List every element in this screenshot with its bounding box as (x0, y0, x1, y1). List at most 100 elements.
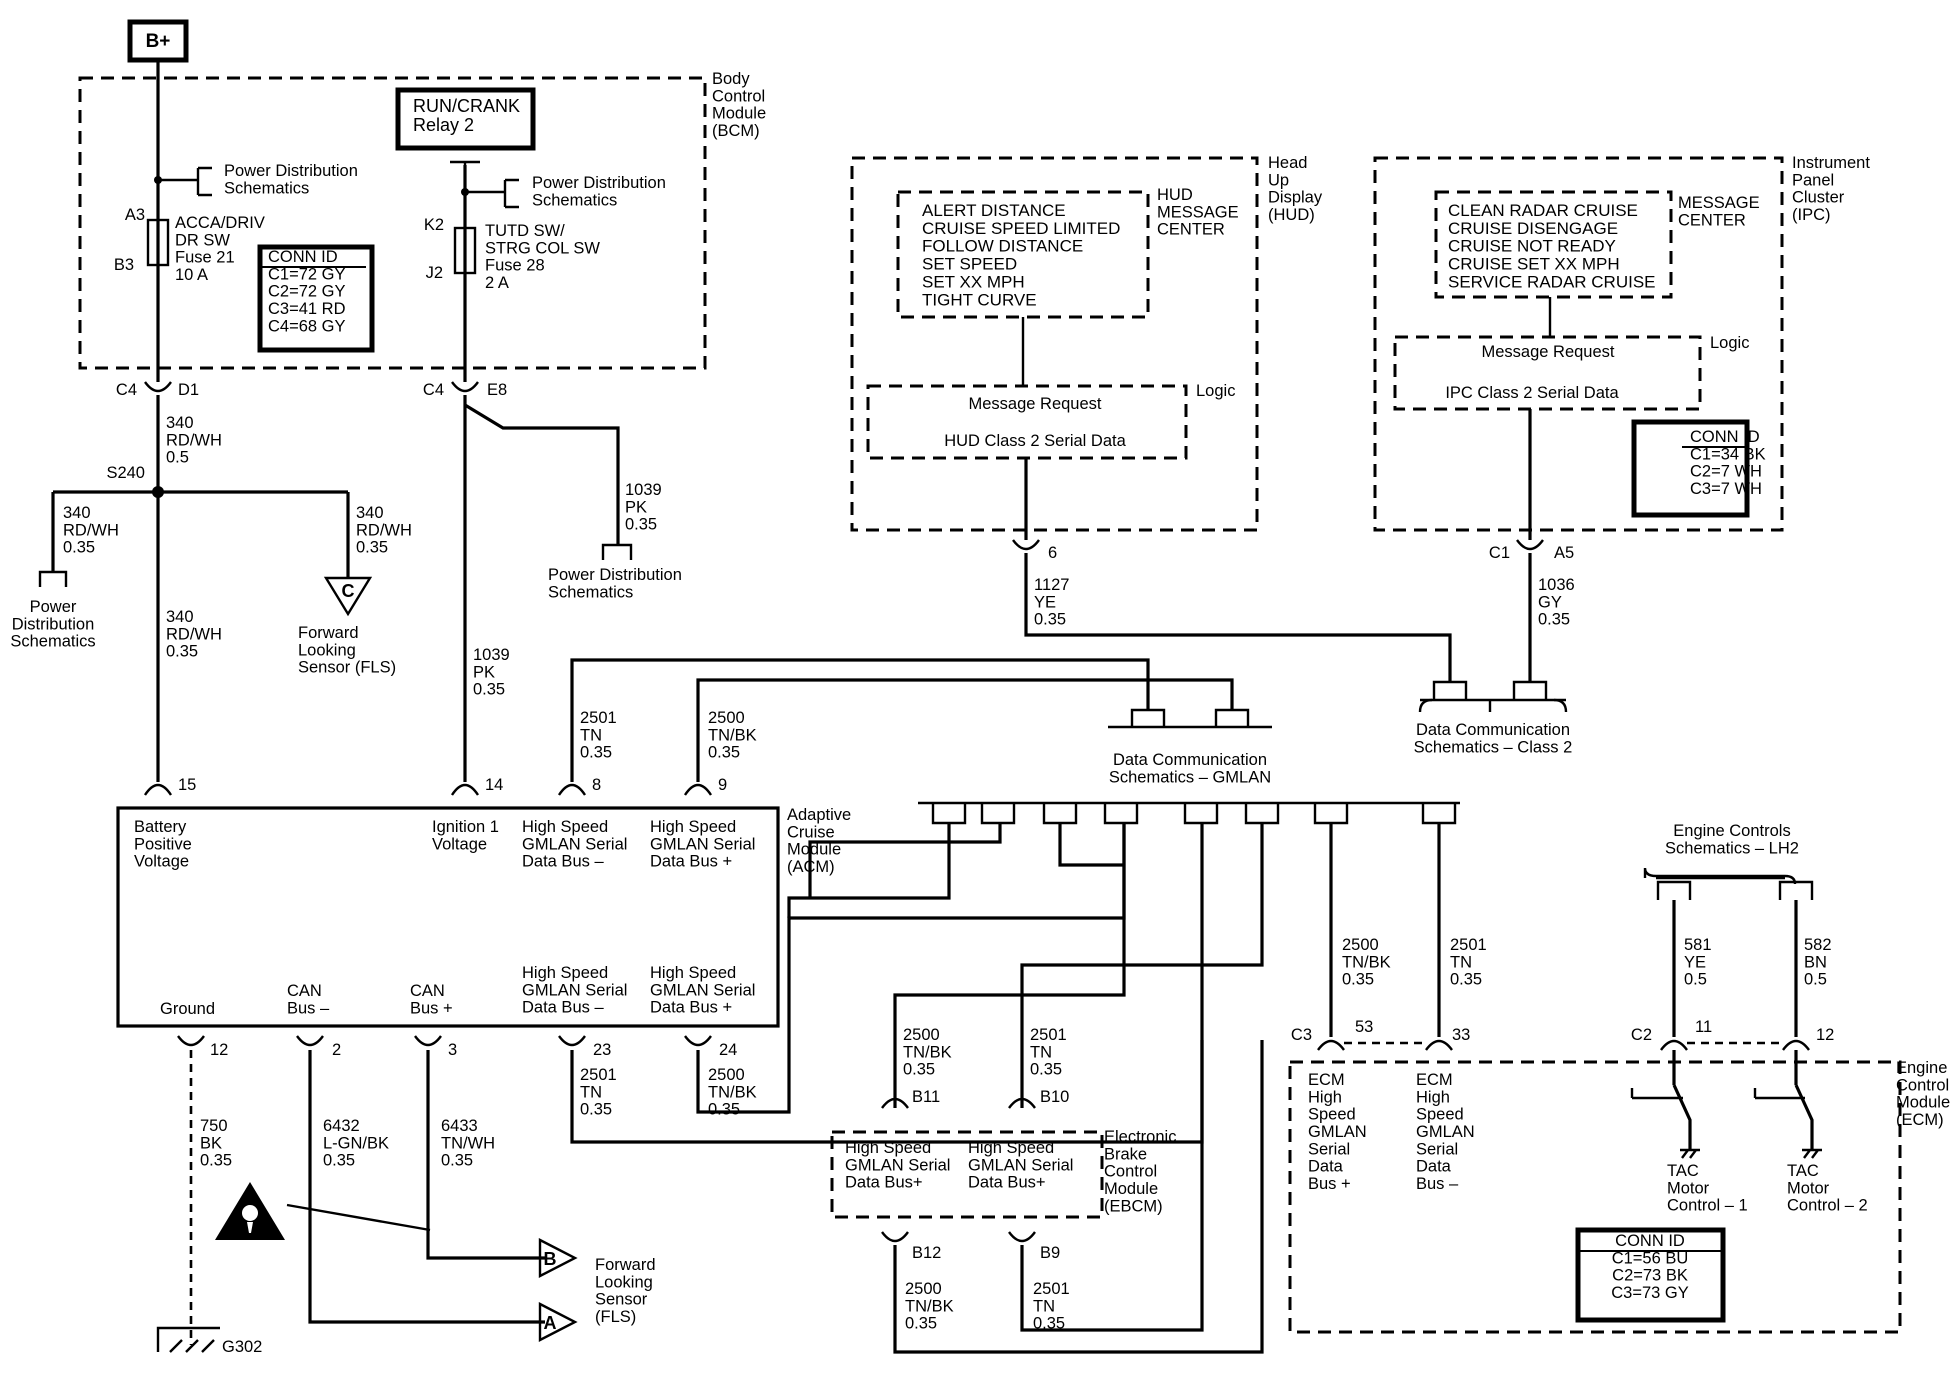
acm-top-pins (143, 783, 713, 796)
label-line: TN (1033, 1297, 1055, 1315)
label-line: C1 (1489, 544, 1510, 562)
label-pin3: 3 (448, 1041, 457, 1059)
label-line: D1 (178, 381, 199, 399)
label-line: 340 (166, 414, 194, 432)
tac1-control (1630, 1088, 1683, 1100)
label-line: Motor (1667, 1179, 1710, 1197)
label-line: Schematics (548, 583, 633, 601)
label-line: RD/WH (166, 431, 222, 449)
label-line: 0.35 (1450, 971, 1482, 989)
label-line: G302 (222, 1338, 262, 1356)
label-line: C1=56 BU (1612, 1249, 1689, 1267)
label-line: 2501 (1450, 936, 1487, 954)
label-line: C3=73 GY (1611, 1284, 1689, 1302)
hud-boundary (850, 156, 1259, 532)
wire-2500-ebcm (893, 823, 1126, 1108)
label-line: 24 (719, 1041, 737, 1059)
label-line: 0.35 (1538, 611, 1570, 629)
label-ipc-serial: IPC Class 2 Serial Data (1445, 384, 1619, 402)
label-line: GMLAN Serial (968, 1156, 1073, 1174)
label-line: B10 (1040, 1088, 1069, 1106)
label-line: J2 (426, 264, 443, 282)
label-line: A3 (125, 206, 145, 224)
label-pin23: 23 (593, 1041, 611, 1059)
label-line: HUD Class 2 Serial Data (944, 432, 1126, 450)
label-line: GMLAN Serial (650, 981, 755, 999)
label-ipc-req: Message Request (1482, 343, 1615, 361)
pds-ref-1 (158, 166, 212, 197)
label-k2: K2 (424, 216, 444, 234)
label-line: SET SPEED (922, 255, 1017, 274)
label-line: (ECM) (1896, 1111, 1944, 1129)
gmlan-conn-top2 (1214, 708, 1250, 727)
label-line: Sensor (595, 1291, 648, 1309)
label-line: (EBCM) (1104, 1197, 1163, 1215)
label-line: Instrument (1792, 154, 1870, 172)
label-line: RD/WH (166, 625, 222, 643)
label-line: Schematics (532, 191, 617, 209)
label-line: FOLLOW DISTANCE (922, 237, 1083, 256)
conn-c-triangle (323, 576, 373, 617)
wire-1039-branch (464, 403, 620, 545)
label-line: Voltage (134, 853, 189, 871)
label-line: 2500 (905, 1280, 942, 1298)
label-line: C1=34 BK (1690, 445, 1766, 463)
label-line: 2500 (903, 1026, 940, 1044)
acm-bottom-pins (177, 1035, 712, 1047)
label-line: Data Bus – (522, 999, 604, 1017)
label-line: 0.35 (1342, 971, 1374, 989)
label-line: Schematics – GMLAN (1109, 768, 1271, 786)
wire-2501-top (570, 658, 1150, 782)
label-line: TAC (1667, 1162, 1699, 1180)
label-line: High Speed (845, 1139, 931, 1157)
wire-2501-ebcm-low (1020, 1040, 1204, 1332)
label-line: 0.35 (473, 681, 505, 699)
label-line: C2=73 BK (1612, 1267, 1688, 1285)
label-line: Sensor (FLS) (298, 659, 396, 677)
label-line: 0.35 (903, 1061, 935, 1079)
wire-6432 (308, 1050, 545, 1324)
label-line: C4 (116, 381, 137, 399)
conn-ipc-c1 (1516, 539, 1544, 551)
label-line: C2=7 WH (1690, 463, 1762, 481)
label-line: A5 (1554, 544, 1574, 562)
label-line: 6432 (323, 1117, 360, 1135)
label-line: Control (1104, 1163, 1157, 1181)
label-line: Serial (1416, 1140, 1458, 1158)
label-pin14: 14 (485, 776, 503, 794)
label-line: CRUISE NOT READY (1448, 237, 1616, 256)
label-line: Engine (1896, 1059, 1947, 1077)
warning-icon-dot (242, 1205, 258, 1221)
bcm-boundary (78, 76, 707, 370)
label-line: 1039 (473, 646, 510, 664)
label-pin8: 8 (592, 776, 601, 794)
label-line: C (342, 581, 355, 601)
ground-g302 (156, 1326, 220, 1353)
label-conn-b: B (544, 1249, 557, 1269)
label-line: 1036 (1538, 576, 1575, 594)
wire-bus-mid-b (808, 823, 1002, 898)
label-line: PK (625, 498, 647, 516)
engine-conn (1656, 880, 1814, 900)
label-line: C4 (423, 381, 444, 399)
label-line: K2 (424, 216, 444, 234)
ecm-c3-pins (1317, 1039, 1453, 1051)
label-line: 2501 (1033, 1280, 1070, 1298)
